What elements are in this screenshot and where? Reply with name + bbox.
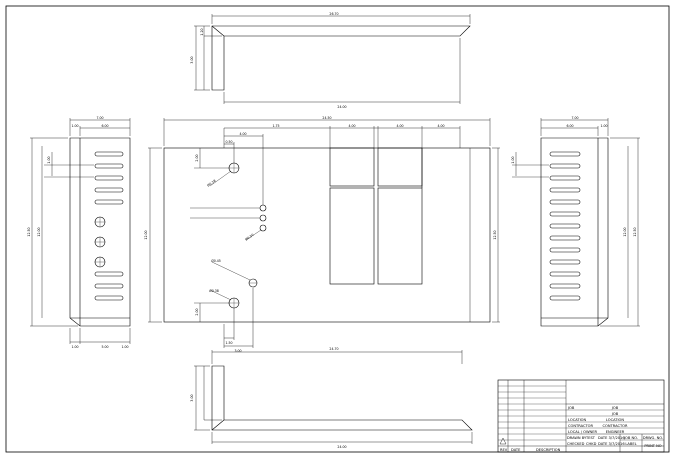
dim-right-flange: 1.00 [600,124,607,128]
front-view [148,118,500,348]
tb-location-label: LOCATION [568,418,586,422]
top-view-outline [211,25,471,91]
title-block-text: JOB JOB JOB LOCATION LOCATION CONTRACTOR… [500,406,663,452]
tb-job-value: JOB [611,406,619,410]
tb-engineer-label: LOCAL / OWNER [568,430,598,434]
tb-job-value-2: JOB [611,412,619,416]
dim-front-small: 0.50 [225,140,232,144]
dim-front-slot-a: 4.00 [348,124,355,128]
left-view-slots [94,151,124,301]
left-side-view [30,118,131,344]
right-view-slots [549,151,581,301]
tb-rev-label: REV [500,448,508,452]
tb-contractor-label: CONTRACTOR [568,424,594,428]
dim-left-bottom-mid: 5.00 [101,345,108,349]
dim-front-hole-dia-c: Ø0.45 [211,258,221,263]
tb-job-label: JOB [567,406,575,410]
tb-description-label: DESCRIPTION [536,448,561,452]
front-hole-mid-2 [259,214,267,222]
tb-drawn-date: DATE 3/7/2016 [598,436,625,440]
front-hole-mid-3 [259,224,267,232]
tb-job-no-label: JOB NO. [623,436,638,440]
dim-front-hole-dia: Ø0.38 [206,178,217,188]
dim-right-height: 12.50 [633,227,637,236]
dim-top-flange: 1.20 [200,28,204,35]
tb-contractor-value: CONTRACTOR [603,424,629,428]
dim-left-height: 12.50 [27,227,31,236]
right-side-view [512,118,640,327]
dimension-labels: 26.70 24.00 3.00 1.20 24.70 24.00 3.00 2… [27,12,637,449]
tb-drawn-value: TEST [585,436,596,440]
front-cutout-2-bottom [377,187,423,285]
tb-checked-date: DATE 3/7/2016 [598,442,625,446]
dim-front-left-offset: 1.75 [272,124,279,128]
dim-front-bottom-offset: 2.00 [195,308,199,315]
bottom-view-outline [211,365,473,431]
dim-front-bottom-span-b: 1.50 [225,341,232,345]
tb-checked-value: CHKD [586,442,597,446]
sheet-border [5,5,670,453]
dim-right-inner-height: 12.00 [623,227,627,236]
tb-drawn-label: DRAWN BY [567,436,587,440]
bottom-view-bend-line [211,419,225,431]
dim-left-slot-top: 1.00 [47,156,51,163]
dim-top-inner: 24.00 [337,105,346,109]
tb-date-label: DATE [511,448,521,452]
top-view [194,14,471,104]
revision-triangle-icon [499,437,507,445]
dim-bottom-height: 3.00 [190,394,194,401]
dim-front-height: 12.00 [144,230,148,239]
tb-checked-label: CHECKED [567,442,585,446]
dim-left-bottom-right: 1.00 [121,345,128,349]
tb-job-no-value: LABEL [625,442,636,446]
dim-front-hole-dia-d: Ø0.38 [209,288,219,293]
front-cutout-1-top [329,147,375,187]
front-cutout-2-top [377,147,423,187]
dim-front-overall: 24.50 [322,116,331,120]
dim-front-slot-c: 4.00 [437,124,444,128]
dim-left-flange: 1.00 [71,124,78,128]
front-cutout-1-bottom [329,187,375,285]
top-view-bend-line [211,25,225,37]
front-view-outline [163,147,491,323]
dim-bottom-inner: 24.00 [337,445,346,449]
dim-right-inner: 6.00 [566,124,573,128]
tb-engineer-value: ENGINEER [606,430,625,434]
dim-front-top-offset: 2.00 [195,154,199,161]
tb-location-value: LOCATION [606,418,624,422]
dim-left-width: 7.00 [96,116,103,120]
dim-left-inner-height: 12.00 [37,227,41,236]
tb-dwg-no-value: PRINT NO [644,444,661,448]
dim-front-hole-dia-b: Ø0.20 [244,232,255,242]
dim-right-slot-top: 1.00 [511,156,515,163]
left-view-outline [69,137,131,327]
title-block [497,379,665,453]
front-hole-mid-1 [259,204,267,212]
dim-front-right-height: 12.50 [493,230,497,239]
dim-left-bottom-left: 1.00 [71,345,78,349]
dim-front-hole-span: 4.00 [239,132,246,136]
tb-dwg-no-label: DRWG. NO. [643,436,663,440]
right-view-outline [540,137,609,327]
dim-front-slot-b: 4.00 [396,124,403,128]
dim-bottom-width: 24.70 [329,347,338,351]
dim-right-width: 7.00 [571,116,578,120]
dim-top-height: 3.00 [190,56,194,63]
bottom-view [194,350,473,444]
dim-left-inner: 6.00 [101,124,108,128]
dim-front-bottom-span: 3.00 [234,349,241,353]
dim-top-width: 26.70 [329,12,338,16]
